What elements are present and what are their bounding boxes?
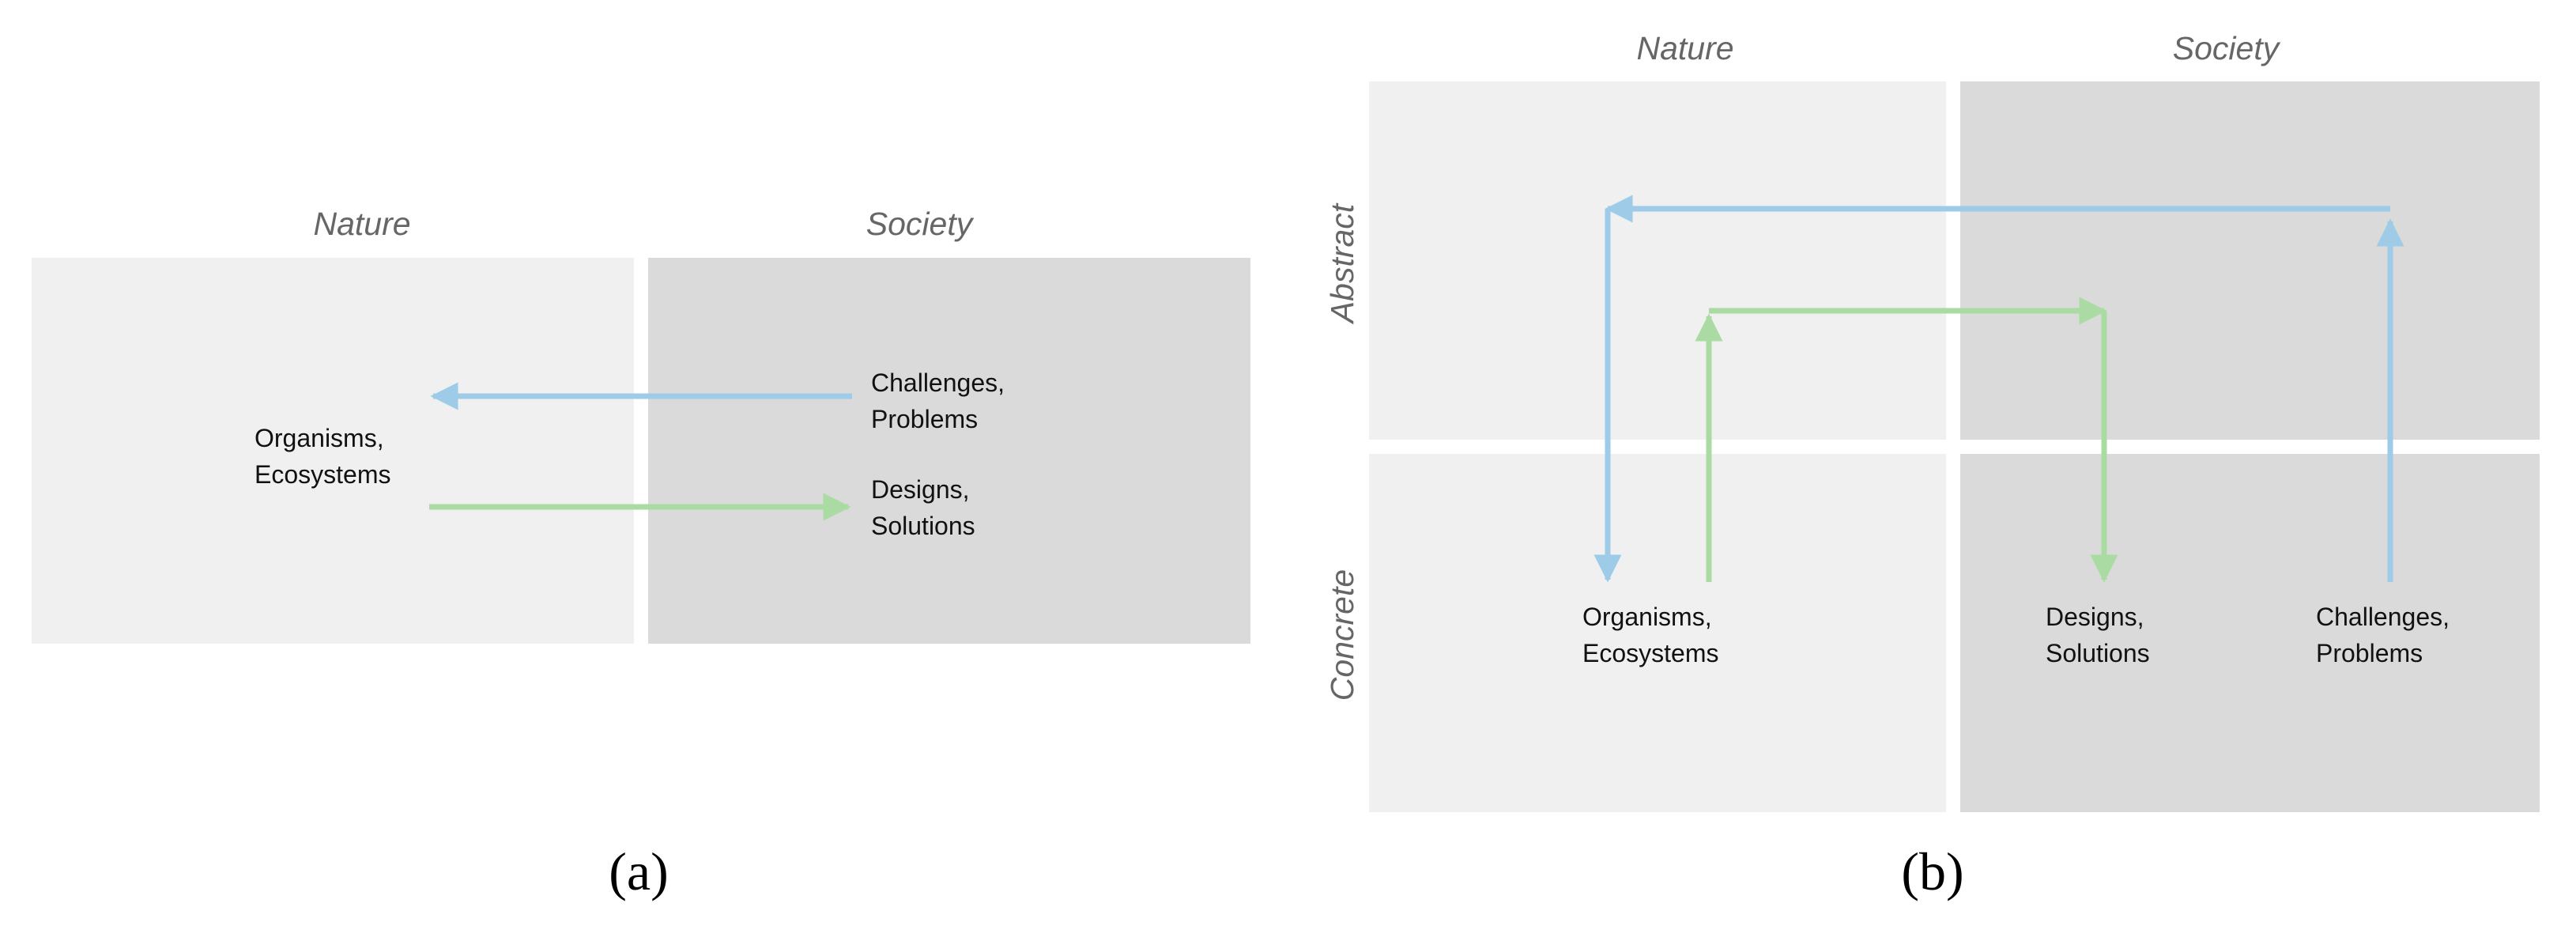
panel-b-concrete-heading: Concrete [1324, 569, 1360, 701]
panel-b-nature-heading: Nature [1636, 30, 1733, 66]
panel-a-organisms-label: Organisms, Ecosystems [255, 424, 390, 489]
panel-b-nature-concrete-region [1369, 454, 1946, 812]
panel-b: Nature Society Abstract Concrete Organis… [1324, 30, 2540, 901]
panel-b-society-abstract-region [1960, 81, 2540, 440]
panel-a-society-region [648, 258, 1250, 644]
panel-a-society-heading: Society [866, 206, 975, 242]
panel-b-society-concrete-region [1960, 454, 2540, 812]
panel-b-nature-abstract-region [1369, 81, 1946, 440]
panel-b-caption: (b) [1901, 841, 1963, 901]
panel-a-caption: (a) [609, 841, 668, 901]
panel-a: Nature Society Organisms, Ecosystems Cha… [32, 206, 1250, 901]
panel-a-challenges-label: Challenges, Problems [871, 369, 1012, 433]
panel-a-nature-region [32, 258, 634, 644]
panel-b-abstract-heading: Abstract [1324, 202, 1360, 325]
panel-b-challenges-label: Challenges, Problems [2316, 603, 2457, 667]
panel-a-designs-label: Designs, Solutions [871, 475, 976, 540]
panel-b-designs-label: Designs, Solutions [2046, 603, 2151, 667]
panel-b-society-heading: Society [2173, 30, 2281, 66]
panel-b-organisms-label: Organisms, Ecosystems [1582, 603, 1718, 667]
panel-a-nature-heading: Nature [313, 206, 410, 242]
